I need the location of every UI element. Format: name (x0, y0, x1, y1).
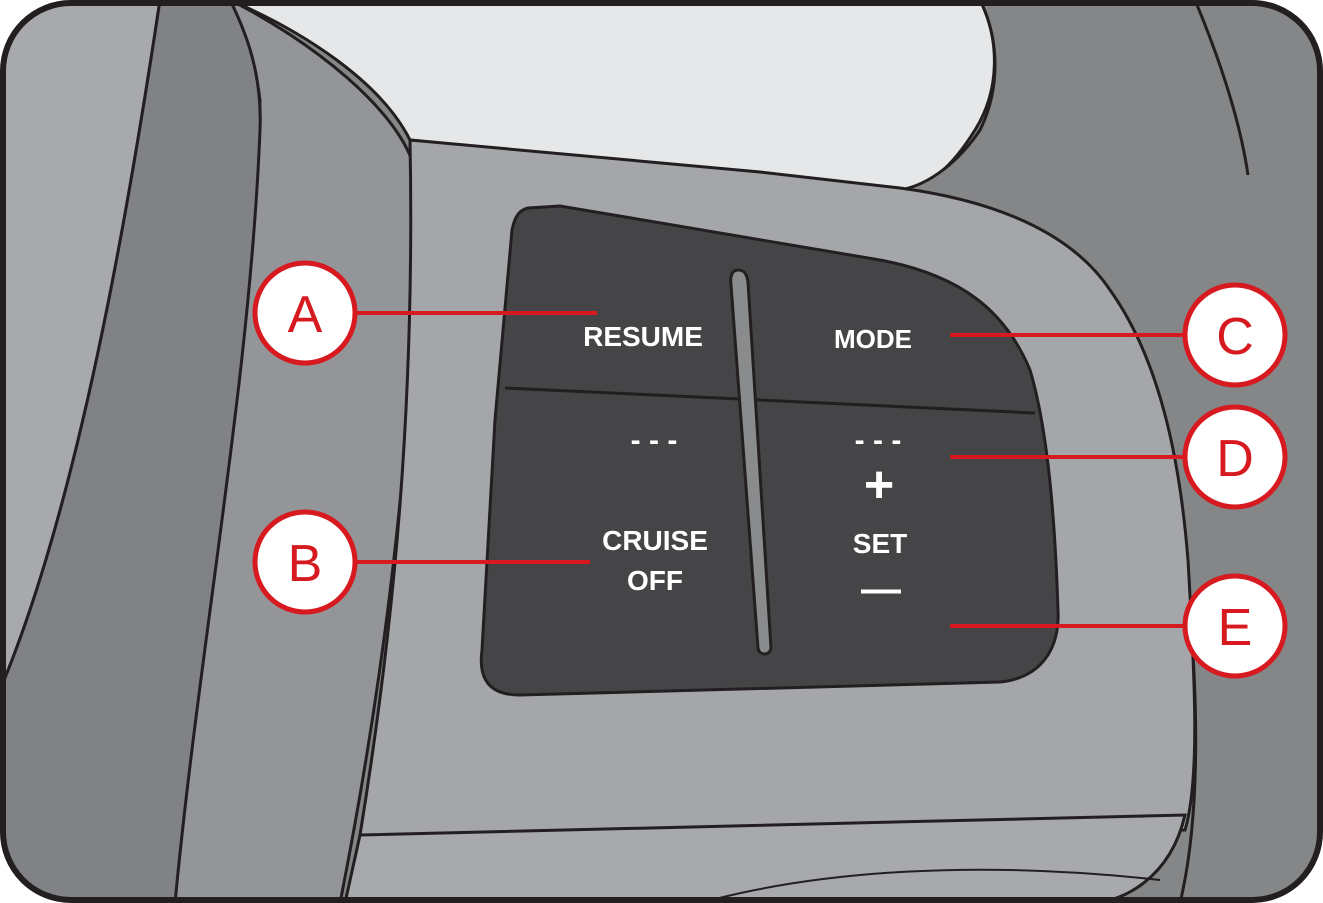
callout-c-letter: C (1216, 308, 1254, 366)
set-button-label: SET (853, 528, 907, 559)
callout-d: D (1182, 404, 1288, 510)
callout-a-letter: A (288, 286, 323, 344)
callout-b-letter: B (288, 535, 323, 593)
cruise-off-label-line1: CRUISE (602, 525, 708, 556)
callout-c: C (1182, 282, 1288, 388)
housing-bottom (343, 813, 1187, 900)
callout-a: A (252, 260, 358, 366)
callout-b: B (252, 509, 358, 615)
resume-button-label: RESUME (583, 321, 703, 352)
callout-d-circle (1182, 404, 1288, 510)
mode-button-label: MODE (834, 324, 912, 354)
bottom-contour-line (699, 868, 1161, 900)
callout-e-circle (1182, 573, 1288, 679)
dashes-right: - - - (855, 424, 902, 457)
rim-contour-line (1193, 3, 1250, 176)
callout-a-circle (252, 260, 358, 366)
cruise-control-panel (479, 204, 1060, 697)
callout-d-letter: D (1216, 430, 1254, 488)
set-plus-icon: + (864, 456, 894, 514)
callout-c-circle (1182, 282, 1288, 388)
cruise-off-label-line2: OFF (627, 565, 683, 596)
dashes-left: - - - (631, 424, 678, 457)
panel-divider-slot (729, 268, 773, 656)
callout-e-letter: E (1218, 599, 1253, 657)
callout-e: E (1182, 573, 1288, 679)
set-minus-icon: — (861, 567, 901, 611)
panel-divider-horizontal (504, 386, 1036, 415)
callout-b-circle (252, 509, 358, 615)
wheel-rim-left (3, 3, 262, 900)
